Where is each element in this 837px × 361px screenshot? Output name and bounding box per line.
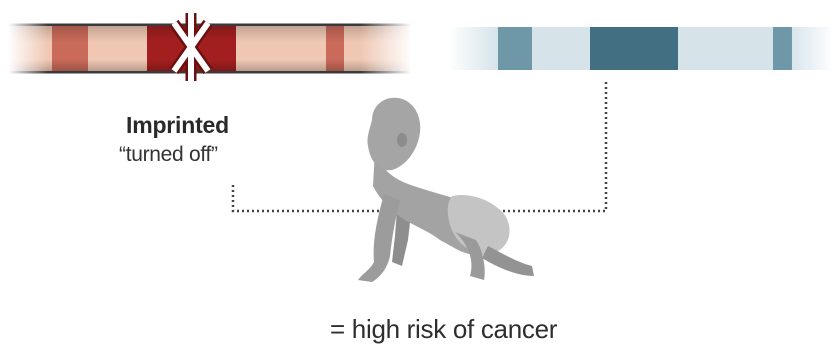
paternal-band: [498, 27, 532, 70]
crawling-baby-icon: [358, 98, 534, 282]
risk-caption: = high risk of cancer: [330, 314, 557, 345]
paternal-active-band: [590, 27, 678, 70]
paternal-band: [773, 27, 792, 70]
turned-off-label: “turned off”: [119, 143, 218, 167]
paternal-chromosome: [448, 22, 834, 75]
imprinted-label: Imprinted: [126, 112, 229, 139]
